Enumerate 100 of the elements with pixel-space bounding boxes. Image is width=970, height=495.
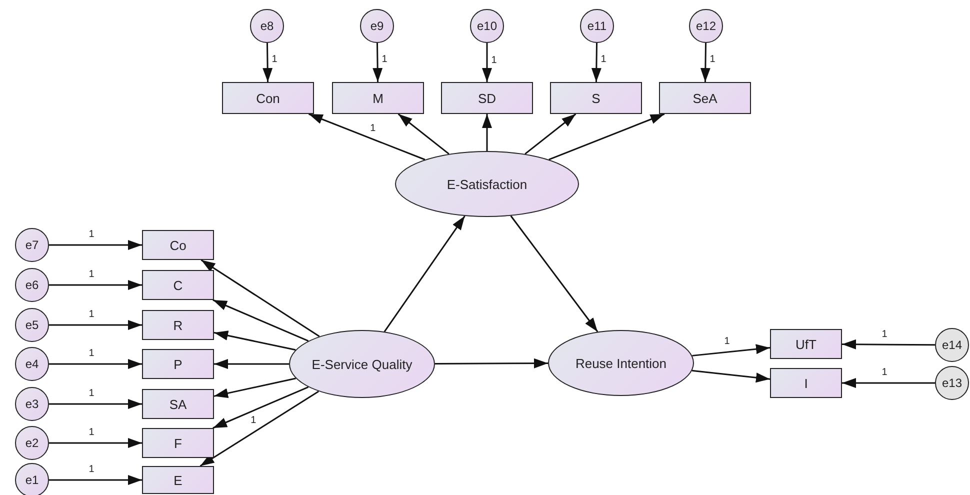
edge-label: 1 [370, 124, 376, 134]
arrow [692, 344, 770, 356]
edge-label: 1 [250, 416, 256, 426]
arrow [212, 299, 309, 342]
node-label: Con [256, 90, 280, 106]
edge-label: 1 [882, 368, 888, 378]
node-label: SeA [692, 90, 718, 106]
arrow [49, 359, 142, 369]
node-label: e7 [25, 238, 39, 252]
node-label: e11 [587, 19, 607, 33]
node-label: M [372, 90, 384, 106]
node-label: Co [170, 238, 186, 252]
arrow [49, 475, 142, 485]
error-circle [15, 228, 49, 262]
node-label: e8 [260, 19, 274, 33]
node-label: e1 [25, 473, 39, 487]
arrow [548, 113, 665, 160]
arrow [200, 259, 320, 338]
node-label: UfT [796, 336, 816, 352]
error-circle [15, 426, 49, 460]
arrow [262, 42, 273, 82]
error-circle [935, 366, 969, 400]
error-circle [15, 308, 49, 342]
arrow [372, 42, 383, 82]
observed-variable-box [142, 466, 214, 494]
node-label: e5 [25, 318, 39, 332]
node-label: e6 [25, 278, 39, 292]
edge-label: 1 [491, 56, 497, 66]
error-circle [15, 463, 49, 495]
node-label: I [804, 376, 808, 390]
observed-variable-box [142, 270, 214, 300]
arrow [212, 386, 309, 429]
arrow [398, 113, 450, 155]
arrow [510, 215, 598, 332]
observed-variable-box [441, 82, 533, 114]
node-label: P [174, 356, 182, 372]
arrow [214, 359, 289, 369]
arrow [842, 339, 935, 350]
node-label: E [174, 472, 182, 488]
observed-variable-box [770, 368, 842, 398]
node-label: Reuse Intention [575, 356, 667, 370]
arrow [692, 370, 770, 383]
latent-variable-ellipse [289, 330, 435, 398]
edge-label: 1 [882, 330, 888, 340]
arrow [308, 113, 426, 160]
observed-variable-box [222, 82, 314, 114]
node-label: e9 [370, 19, 384, 33]
arrow [482, 114, 492, 151]
arrow [49, 320, 142, 330]
error-circle [15, 387, 49, 421]
arrow [200, 390, 320, 467]
node-label: e10 [476, 19, 498, 33]
error-circle [360, 9, 394, 43]
arrow [700, 42, 710, 82]
node-label: e13 [942, 376, 962, 390]
edge-label: 1 [88, 389, 94, 399]
observed-variable-box [142, 389, 214, 419]
observed-variable-box [659, 82, 751, 114]
error-circle [935, 328, 969, 362]
edge-label: 1 [710, 55, 716, 66]
node-label: E-Service Quality [312, 356, 412, 372]
observed-variable-box [770, 329, 842, 359]
arrow [384, 216, 466, 332]
arrow [214, 378, 296, 398]
edge-label: 1 [382, 55, 388, 66]
edge-label: 1 [88, 428, 94, 438]
arrow [591, 42, 602, 82]
node-label: e3 [25, 397, 39, 411]
node-label: S [592, 90, 600, 106]
error-circle [470, 9, 504, 43]
node-label: F [174, 436, 182, 450]
node-label: e4 [25, 357, 39, 371]
observed-variable-box [550, 82, 642, 114]
observed-variable-box [142, 310, 214, 340]
node-label: e14 [942, 338, 962, 352]
node-label: C [173, 278, 183, 292]
arrow [49, 280, 142, 290]
error-circle [250, 9, 284, 43]
arrow [524, 113, 576, 155]
edge-label: 1 [88, 310, 94, 320]
arrow [842, 378, 935, 388]
edge-label: 1 [272, 55, 278, 66]
arrow [49, 438, 142, 448]
node-label: e2 [25, 436, 39, 450]
node-label: E-Satisfaction [446, 176, 528, 192]
observed-variable-box [142, 428, 214, 458]
error-circle [15, 347, 49, 381]
edge-label: 1 [88, 465, 94, 475]
observed-variable-box [142, 230, 214, 260]
error-circle [15, 268, 49, 302]
edge-label: 1 [88, 349, 94, 359]
edge-label: 1 [600, 55, 606, 66]
error-circle [580, 9, 614, 43]
arrow [49, 399, 142, 409]
arrow [214, 330, 296, 351]
edge-label: 1 [88, 230, 94, 240]
error-circle [689, 9, 723, 43]
edge-label: 1 [724, 336, 730, 347]
arrow [49, 240, 142, 250]
node-label: R [173, 318, 183, 332]
